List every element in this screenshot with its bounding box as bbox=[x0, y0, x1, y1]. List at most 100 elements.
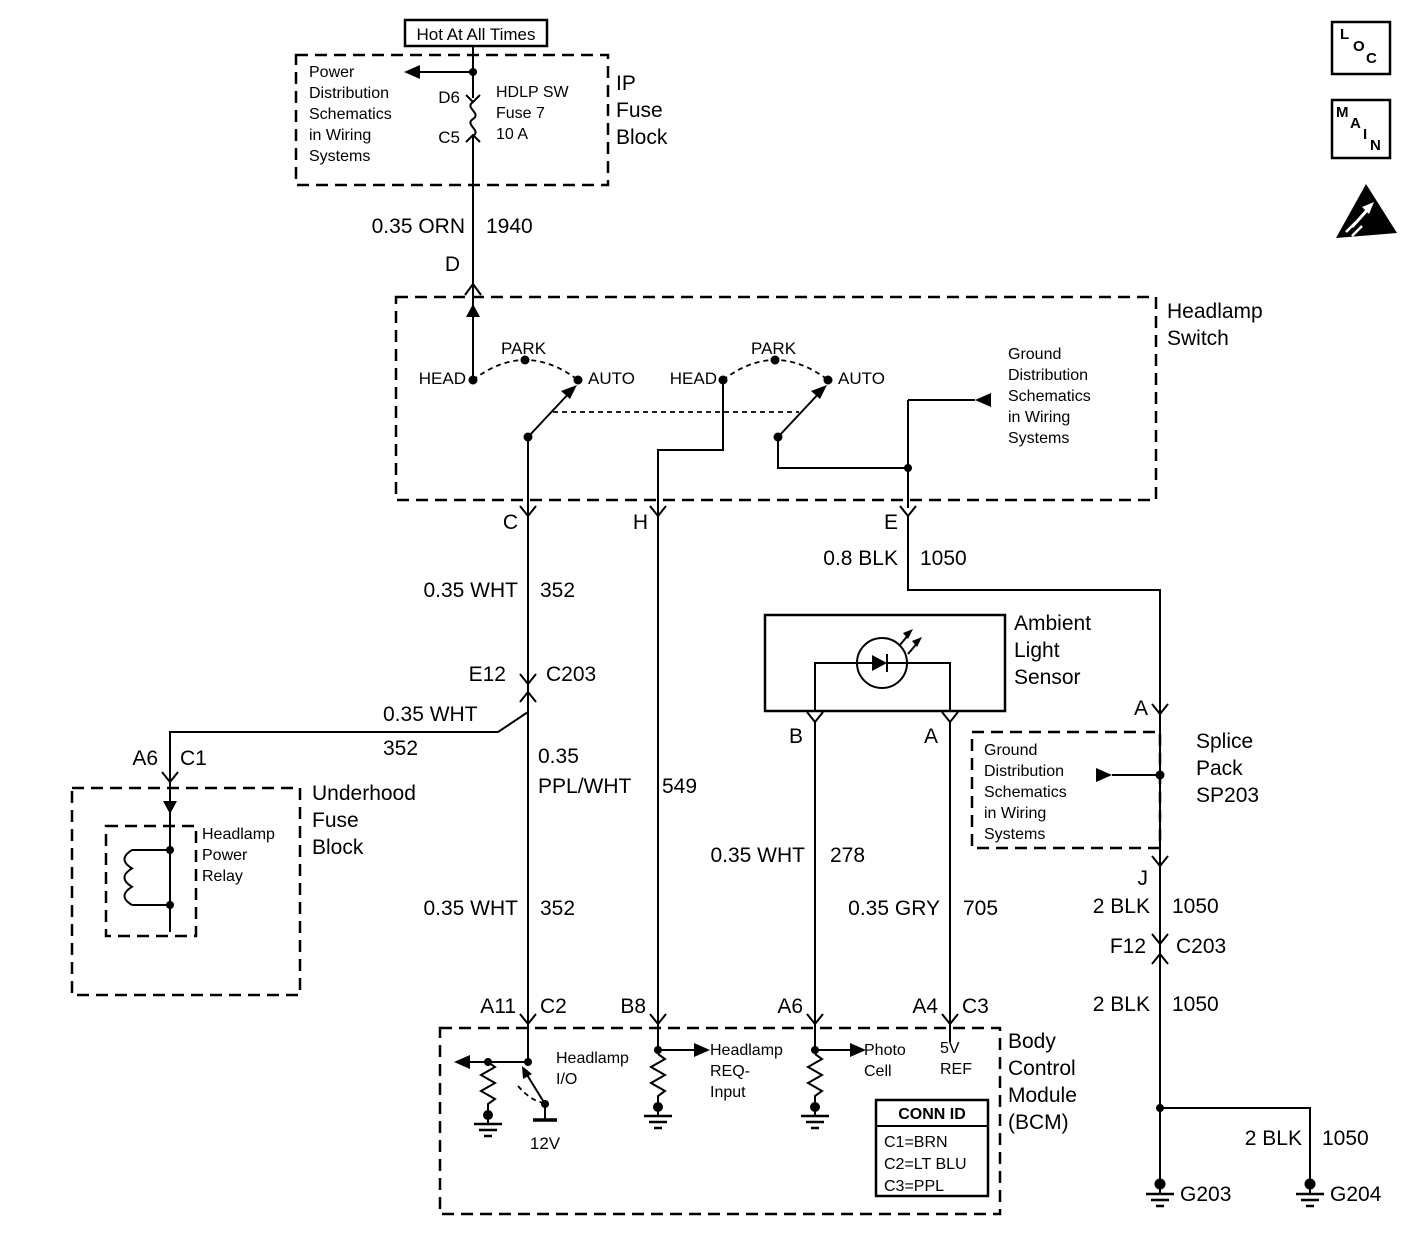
switch1-park-label: PARK bbox=[501, 339, 547, 358]
bcm-pin-a6-chevron bbox=[806, 1013, 824, 1026]
wire-2blk3-circuit: 1050 bbox=[1322, 1127, 1369, 1150]
ground-symbol-g204 bbox=[1296, 1178, 1324, 1208]
headlamp-switch-box bbox=[394, 295, 1158, 502]
ground-g204-label: G204 bbox=[1330, 1183, 1382, 1206]
pin-c5-label: C5 bbox=[438, 128, 460, 147]
wire-ppl-circuit: 549 bbox=[662, 775, 698, 798]
pin-a6-label: A6 bbox=[132, 747, 158, 770]
main-box bbox=[1330, 98, 1392, 160]
wire-wht278-name: 0.35 WHT bbox=[710, 844, 805, 867]
bcm-box bbox=[438, 1026, 1002, 1216]
loc-letter: C bbox=[1366, 50, 1377, 67]
fuse-symbol bbox=[469, 101, 477, 137]
fuse-terminal-chevron-bottom bbox=[465, 133, 481, 143]
wire-2blk1-name: 2 BLK bbox=[1092, 895, 1150, 918]
sensor-pin-b-chevron bbox=[806, 711, 824, 724]
bcm-conn-c3-label: C3 bbox=[962, 995, 989, 1018]
sensor-pin-a-chevron bbox=[941, 711, 959, 724]
headlamp-power-relay-symbol bbox=[123, 846, 174, 932]
wire-wht1-name: 0.35 WHT bbox=[423, 579, 518, 602]
circuit-feed-orn-1940 bbox=[404, 46, 482, 380]
connector-e12-chevron-top bbox=[519, 673, 537, 686]
photodiode-symbol bbox=[856, 629, 922, 689]
main-letter: M bbox=[1336, 104, 1349, 121]
connector-f12-label: F12 bbox=[1109, 935, 1146, 958]
resistor-symbol bbox=[648, 1053, 668, 1102]
loc-box bbox=[1330, 20, 1392, 76]
connector-f12-chevron-top bbox=[1151, 933, 1169, 946]
sensor-pin-a-label: A bbox=[923, 725, 938, 748]
connector-c203-label: C203 bbox=[546, 663, 597, 686]
loc-letter: L bbox=[1340, 26, 1350, 43]
splice-pin-j-label: J bbox=[1137, 867, 1149, 890]
loc-letter: O bbox=[1353, 38, 1365, 55]
bcm-pin-a6-label: A6 bbox=[777, 995, 803, 1018]
wire-gry-name: 0.35 GRY bbox=[848, 897, 940, 920]
ground-symbol-g203 bbox=[1146, 1178, 1174, 1208]
wire-blk-name: 0.8 BLK bbox=[823, 547, 898, 570]
wire-orn-circuit: 1940 bbox=[486, 215, 533, 238]
conn-id-title: CONN ID bbox=[898, 1106, 966, 1123]
ground-ref-arrow bbox=[975, 393, 991, 407]
offpage-arrow-left bbox=[404, 65, 420, 79]
wire-orn-name: 0.35 ORN bbox=[371, 215, 465, 238]
wire-wht3-circuit: 352 bbox=[540, 897, 576, 920]
wire-ppl-name-line2: PPL/WHT bbox=[538, 775, 632, 798]
bcm-internal-a11 bbox=[454, 1055, 557, 1138]
connector-c203b-label: C203 bbox=[1176, 935, 1227, 958]
connector-h-chevron bbox=[649, 505, 667, 518]
connector-e12-label: E12 bbox=[468, 663, 506, 686]
connector-d-label: D bbox=[444, 253, 460, 276]
circuit-blk-1050 bbox=[777, 393, 1311, 1182]
circuit-wht-352 bbox=[161, 437, 537, 1062]
switch-arm-1 bbox=[527, 389, 573, 438]
switch1-head-label: HEAD bbox=[418, 369, 466, 388]
conn-id-row: C3=PPL bbox=[884, 1178, 945, 1195]
wire-gry-circuit: 705 bbox=[963, 897, 999, 920]
splice-ref-arrow bbox=[1096, 768, 1112, 782]
splice-pin-j-chevron bbox=[1151, 855, 1169, 868]
wire-wht2-circuit: 352 bbox=[383, 737, 419, 760]
flow-arrow-down bbox=[163, 801, 177, 814]
circuit-sensor-wires bbox=[806, 662, 959, 1054]
resistor-symbol bbox=[805, 1053, 825, 1102]
wire-2blk1-circuit: 1050 bbox=[1172, 895, 1219, 918]
circuit-pplwht-549 bbox=[649, 380, 724, 1054]
splice-junction-dot bbox=[1155, 770, 1165, 780]
req-arrow-right bbox=[694, 1043, 710, 1057]
bcm-pin-a4-chevron bbox=[941, 1013, 959, 1026]
ambient-light-sensor-box bbox=[763, 613, 1007, 713]
headlamp-switch-gang1 bbox=[468, 355, 583, 442]
connector-e-label: E bbox=[883, 511, 898, 534]
bcm-internal-b8 bbox=[644, 1043, 710, 1130]
wire-blk-circuit: 1050 bbox=[920, 547, 967, 570]
wire-2blk3-name: 2 BLK bbox=[1244, 1127, 1302, 1150]
switch2-park-label: PARK bbox=[751, 339, 797, 358]
io-arrow-left bbox=[454, 1055, 470, 1069]
wire-wht3-name: 0.35 WHT bbox=[423, 897, 518, 920]
switch2-head-label: HEAD bbox=[669, 369, 717, 388]
main-letter: N bbox=[1370, 137, 1381, 154]
splice-pin-a-label: A bbox=[1133, 697, 1148, 720]
wire-ppl-name-line1: 0.35 bbox=[538, 745, 579, 768]
conn-id-row: C2=LT BLU bbox=[884, 1156, 967, 1173]
bcm-pin-a11-label: A11 bbox=[480, 995, 516, 1018]
esd-warning-icon bbox=[1336, 184, 1397, 238]
ground-g203-label: G203 bbox=[1180, 1183, 1232, 1206]
bcm-conn-c2-label: C2 bbox=[540, 995, 567, 1018]
